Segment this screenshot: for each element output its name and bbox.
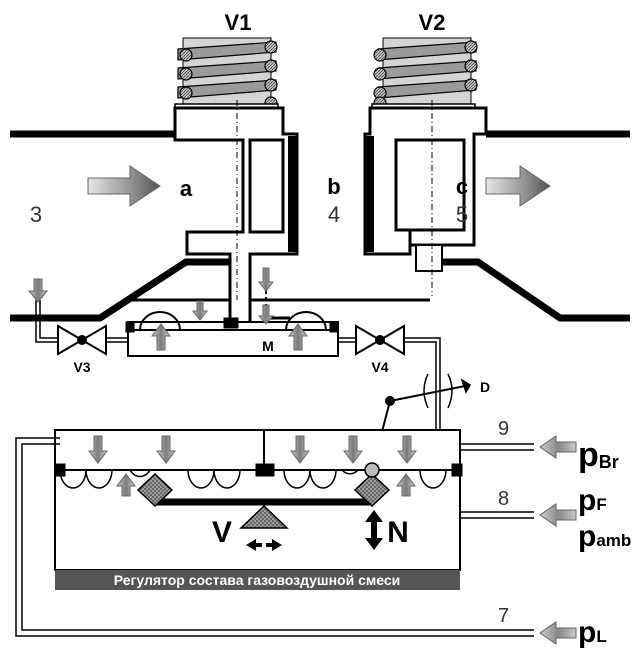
valve-v3[interactable] <box>27 278 128 356</box>
label-p-l: pL <box>578 616 607 649</box>
label-4: 4 <box>328 202 340 227</box>
label-3: 3 <box>30 202 42 227</box>
label-v1: V1 <box>225 10 252 35</box>
label-p-amb: pamb <box>578 520 631 553</box>
main-duct <box>10 130 630 322</box>
banner-text: Регулятор состава газовоздушной смеси <box>114 572 400 588</box>
label-v-lever: V <box>212 516 232 549</box>
label-b: b <box>327 174 340 199</box>
label-8: 8 <box>498 488 509 510</box>
diamond-blocks <box>136 462 391 508</box>
regulator-banner <box>55 570 460 590</box>
flow-arrow-out <box>485 165 551 207</box>
label-d: D <box>480 379 490 395</box>
spring-v1 <box>174 37 279 110</box>
pressure-arrows-m <box>151 267 308 351</box>
label-m: M <box>262 338 274 354</box>
label-9: 9 <box>498 418 509 440</box>
spring-v2 <box>371 37 478 110</box>
regulator-box <box>54 429 463 571</box>
valve-v2-body <box>363 100 488 296</box>
pressure-arrows-regulator <box>88 435 417 497</box>
label-7: 7 <box>498 605 509 627</box>
valve-v4[interactable] <box>338 324 441 430</box>
label-p-br: pBr <box>578 436 619 474</box>
label-n: N <box>387 516 409 549</box>
fulcrum-v <box>239 504 289 551</box>
label-p-f: pF <box>578 484 607 517</box>
label-c: c <box>456 174 468 199</box>
label-v3: V3 <box>73 359 90 375</box>
flow-arrow-in <box>87 165 161 207</box>
label-a: a <box>180 176 193 201</box>
port-lines <box>15 437 534 637</box>
incoming-pressure-arrows <box>539 435 577 645</box>
label-5: 5 <box>456 202 468 227</box>
label-v4: V4 <box>371 359 388 375</box>
n-arrow <box>365 510 383 550</box>
valve-v1-body <box>173 100 299 327</box>
label-v2: V2 <box>419 10 446 35</box>
